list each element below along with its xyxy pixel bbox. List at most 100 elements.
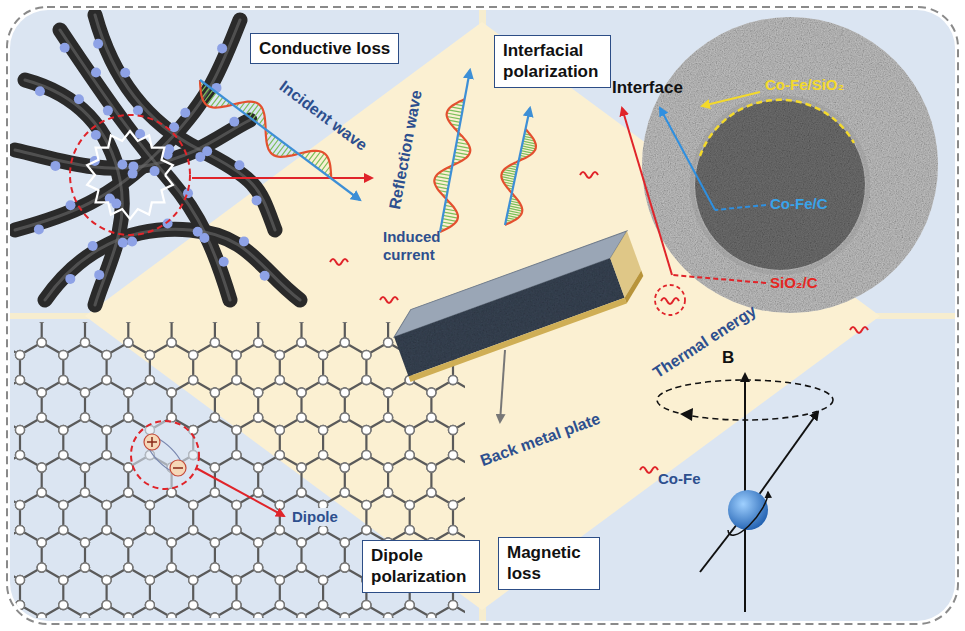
lattice-atom <box>449 376 458 385</box>
lattice-atom <box>189 351 198 360</box>
lattice-atom <box>340 463 349 472</box>
particle-dot <box>120 68 130 78</box>
lattice-atom <box>362 526 371 535</box>
lattice-atom <box>210 338 219 347</box>
lattice-atom <box>232 426 241 435</box>
lattice-atom <box>59 351 68 360</box>
lattice-atom <box>102 601 111 610</box>
lattice-atom <box>275 451 284 460</box>
lattice-atom <box>37 413 46 422</box>
lattice-atom <box>275 601 284 610</box>
lattice-atom <box>124 488 133 497</box>
lattice-atom <box>449 601 458 610</box>
lattice-atom <box>59 526 68 535</box>
lattice-atom <box>340 538 349 547</box>
lattice-atom <box>254 413 263 422</box>
particle-dot <box>234 160 244 170</box>
label-text: Dipole <box>290 508 340 526</box>
lattice-atom <box>210 538 219 547</box>
lattice-atom <box>145 501 154 510</box>
lattice-atom <box>210 388 219 397</box>
lattice-atom <box>102 376 111 385</box>
lattice-atom <box>124 338 133 347</box>
lattice-atom <box>362 351 371 360</box>
lattice-atom <box>167 488 176 497</box>
lattice-atom <box>102 351 111 360</box>
lattice-atom <box>319 576 328 585</box>
lattice-atom <box>232 601 241 610</box>
label-text: Thermal energy <box>650 301 760 382</box>
lattice-atom <box>232 501 241 510</box>
precession-arrowhead <box>680 408 693 421</box>
lattice-atom <box>37 338 46 347</box>
lattice-atom <box>16 451 25 460</box>
plus-sign <box>147 437 157 447</box>
lattice-atom <box>427 413 436 422</box>
lattice-atom <box>102 526 111 535</box>
lattice-atom <box>340 463 349 472</box>
lattice-atom <box>254 488 263 497</box>
lattice-atom <box>319 601 328 610</box>
lattice-atom <box>275 526 284 535</box>
lattice-atom <box>362 601 371 610</box>
label-text: Back metal plate <box>477 409 602 470</box>
lattice-atom <box>189 351 198 360</box>
lattice-atom <box>16 526 25 535</box>
lattice-atom <box>59 351 68 360</box>
lattice-atom <box>384 388 393 397</box>
lattice-atom <box>254 388 263 397</box>
label-text: Interface <box>612 78 683 98</box>
lattice-atom <box>102 601 111 610</box>
lattice-atom <box>81 338 90 347</box>
spin-rotation-arrow <box>728 492 768 535</box>
lattice-atom <box>81 538 90 547</box>
particle-dot <box>219 257 229 267</box>
particle-dot <box>117 160 127 170</box>
lattice-atom <box>449 501 458 510</box>
carbon-fiber <box>45 229 300 300</box>
lattice-atom <box>232 451 241 460</box>
positive-charge <box>144 434 160 450</box>
lattice-atom <box>189 376 198 385</box>
lattice-atom <box>102 501 111 510</box>
lattice-atom <box>405 451 414 460</box>
lattice-atom <box>59 426 68 435</box>
lattice-atom <box>37 338 46 347</box>
particle-dot <box>118 238 128 248</box>
lattice-atom <box>167 488 176 497</box>
lattice-atom <box>210 463 219 472</box>
lattice-atom <box>189 376 198 385</box>
particle-dot <box>94 270 104 280</box>
lattice-atom <box>210 563 219 572</box>
lattice-atom <box>124 388 133 397</box>
lattice-atom <box>362 451 371 460</box>
lattice-atom <box>254 538 263 547</box>
lattice-atom <box>254 388 263 397</box>
lattice-atom <box>340 488 349 497</box>
heat-squiggle <box>380 297 398 303</box>
current-loop-circle <box>70 115 190 235</box>
lattice-atom <box>340 388 349 397</box>
lattice-atom <box>16 376 25 385</box>
lattice-atom <box>297 413 306 422</box>
lattice-atom <box>102 451 111 460</box>
lattice-atom <box>405 601 414 610</box>
lattice-atom <box>275 526 284 535</box>
lattice-atom <box>362 426 371 435</box>
label-text: Reflection wave <box>385 89 426 211</box>
lattice-atom <box>297 563 306 572</box>
lattice-atom <box>449 451 458 460</box>
lattice-atom <box>340 338 349 347</box>
lattice-atom <box>81 413 90 422</box>
lattice-atom <box>124 563 133 572</box>
lattice-atom <box>319 601 328 610</box>
title-box: Conductive loss <box>250 33 399 64</box>
lattice-atom <box>167 538 176 547</box>
lattice-atom <box>449 501 458 510</box>
lattice-atom <box>384 413 393 422</box>
lattice-atom <box>384 338 393 347</box>
lattice-atom <box>297 463 306 472</box>
lattice-atom <box>145 501 154 510</box>
lattice-atom <box>189 576 198 585</box>
